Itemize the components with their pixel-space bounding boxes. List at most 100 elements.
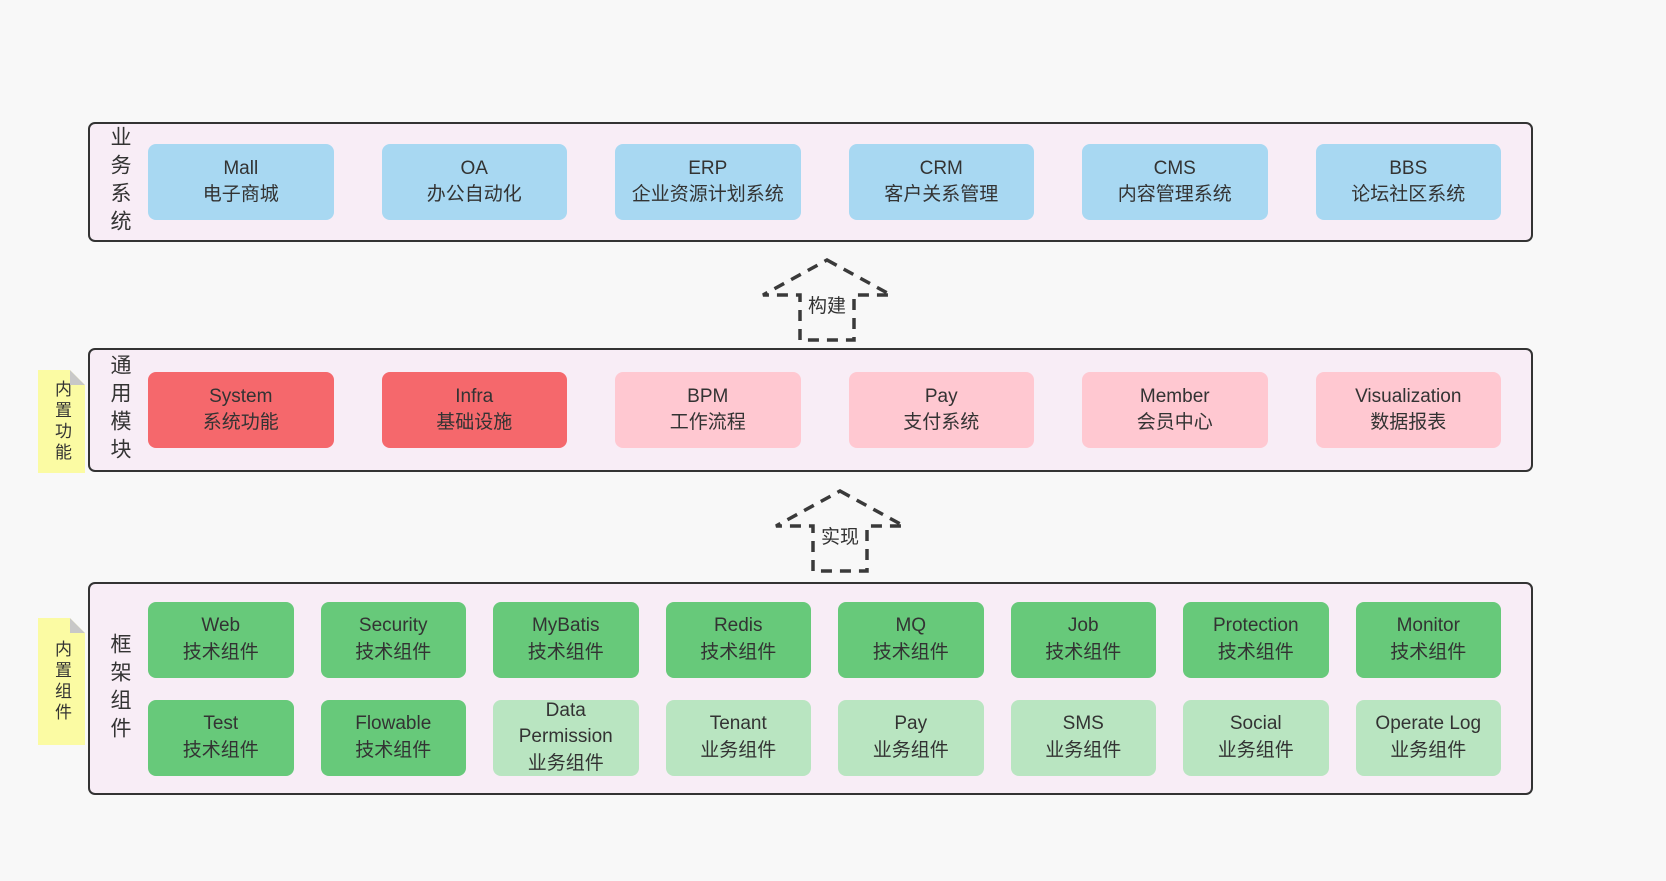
layer-label-business-systems: 业务系统 bbox=[108, 126, 131, 238]
layer-components-rows: Web 技术组件 Security 技术组件 MyBatis 技术组件 Redi… bbox=[148, 584, 1531, 793]
layer-business-rows: Mall 电子商城 OA 办公自动化 ERP 企业资源计划系统 CRM 客户关系… bbox=[148, 124, 1531, 240]
box-subtitle: 业务组件 bbox=[872, 739, 949, 761]
layer-framework-components: 框架组件 Web 技术组件 Security 技术组件 MyBatis 技术组件… bbox=[88, 582, 1533, 795]
box-title: Redis bbox=[713, 615, 763, 637]
box-title: Infra bbox=[455, 385, 494, 407]
box-bbs: BBS 论坛社区系统 bbox=[1315, 144, 1501, 220]
box-subtitle: 业务组件 bbox=[1217, 739, 1294, 761]
box-title: Web bbox=[201, 615, 241, 637]
box-infra: Infra 基础设施 bbox=[381, 372, 567, 448]
box-title: Mall bbox=[223, 157, 259, 179]
box-subtitle: 电子商城 bbox=[202, 184, 279, 205]
box-subtitle: 技术组件 bbox=[355, 739, 432, 761]
sticky-note-built-in-components: 内置组件 bbox=[38, 618, 85, 745]
box-monitor: Monitor 技术组件 bbox=[1355, 601, 1501, 678]
box-tenant: Tenant 业务组件 bbox=[665, 699, 811, 776]
box-pay-module: Pay 支付系统 bbox=[848, 372, 1034, 448]
box-subtitle: 业务组件 bbox=[527, 752, 604, 774]
box-oa: OA 办公自动化 bbox=[381, 144, 567, 220]
box-row: Test 技术组件 Flowable 技术组件 Data Permission … bbox=[148, 699, 1501, 776]
box-subtitle: 客户关系管理 bbox=[884, 184, 999, 205]
folded-corner-icon bbox=[70, 618, 85, 633]
box-subtitle: 技术组件 bbox=[700, 641, 777, 663]
box-subtitle: 企业资源计划系统 bbox=[631, 184, 784, 205]
box-test: Test 技术组件 bbox=[148, 699, 294, 776]
sticky-note-built-in-features: 内置功能 bbox=[38, 370, 85, 473]
arrow-build: 构建 bbox=[757, 257, 897, 343]
arrow-implement: 实现 bbox=[770, 488, 910, 574]
box-title: Monitor bbox=[1396, 615, 1460, 637]
box-title: CRM bbox=[919, 157, 963, 179]
box-pay-component: Pay 业务组件 bbox=[838, 699, 984, 776]
box-cms: CMS 内容管理系统 bbox=[1082, 144, 1268, 220]
box-title: Pay bbox=[924, 385, 958, 407]
box-data-permission: Data Permission 业务组件 bbox=[493, 699, 639, 776]
box-title: Pay bbox=[894, 713, 928, 735]
box-subtitle: 技术组件 bbox=[1390, 641, 1467, 663]
box-flowable: Flowable 技术组件 bbox=[320, 699, 466, 776]
box-protection: Protection 技术组件 bbox=[1183, 601, 1329, 678]
layer-label-framework-components: 框架组件 bbox=[108, 632, 131, 745]
box-subtitle: 技术组件 bbox=[527, 641, 604, 663]
box-mybatis: MyBatis 技术组件 bbox=[493, 601, 639, 678]
box-subtitle: 技术组件 bbox=[1045, 641, 1122, 663]
up-arrow-icon: 实现 bbox=[775, 489, 905, 573]
box-title: Job bbox=[1067, 615, 1099, 637]
box-system: System 系统功能 bbox=[148, 372, 334, 448]
up-arrow-icon: 构建 bbox=[762, 258, 892, 342]
box-web: Web 技术组件 bbox=[148, 601, 294, 678]
box-subtitle: 会员中心 bbox=[1136, 412, 1213, 433]
box-mall: Mall 电子商城 bbox=[148, 144, 334, 220]
box-title: Operate Log bbox=[1375, 713, 1482, 735]
box-title: CMS bbox=[1153, 157, 1196, 179]
box-mq: MQ 技术组件 bbox=[838, 601, 984, 678]
sticky-note-label: 内置功能 bbox=[52, 379, 71, 464]
box-subtitle: 办公自动化 bbox=[426, 184, 522, 205]
sticky-note-label: 内置组件 bbox=[52, 639, 71, 724]
box-subtitle: 业务组件 bbox=[1390, 739, 1467, 761]
box-title: Visualization bbox=[1355, 385, 1462, 407]
layer-modules-rows: System 系统功能 Infra 基础设施 BPM 工作流程 Pay 支付系统… bbox=[148, 350, 1531, 470]
box-subtitle: 技术组件 bbox=[182, 641, 259, 663]
box-title: Member bbox=[1139, 385, 1210, 407]
box-title: Data Permission bbox=[518, 700, 613, 748]
box-erp: ERP 企业资源计划系统 bbox=[615, 144, 801, 220]
box-job: Job 技术组件 bbox=[1010, 601, 1156, 678]
folded-corner-icon bbox=[70, 370, 85, 385]
layer-label-common-modules: 通用模块 bbox=[108, 354, 131, 466]
box-title: Social bbox=[1229, 713, 1282, 735]
box-subtitle: 内容管理系统 bbox=[1117, 184, 1232, 205]
arrow-build-label: 构建 bbox=[808, 295, 846, 317]
box-operate-log: Operate Log 业务组件 bbox=[1355, 699, 1501, 776]
box-title: BPM bbox=[687, 385, 729, 407]
box-crm: CRM 客户关系管理 bbox=[848, 144, 1034, 220]
box-subtitle: 技术组件 bbox=[355, 641, 432, 663]
box-subtitle: 系统功能 bbox=[202, 412, 279, 433]
box-title: OA bbox=[460, 157, 488, 179]
box-subtitle: 业务组件 bbox=[1045, 739, 1122, 761]
box-title: System bbox=[209, 385, 273, 407]
layer-common-modules: 通用模块 System 系统功能 Infra 基础设施 BPM 工作流程 Pay… bbox=[88, 348, 1533, 472]
box-member: Member 会员中心 bbox=[1082, 372, 1268, 448]
box-subtitle: 技术组件 bbox=[1217, 641, 1294, 663]
box-row: Mall 电子商城 OA 办公自动化 ERP 企业资源计划系统 CRM 客户关系… bbox=[148, 144, 1501, 220]
box-subtitle: 技术组件 bbox=[182, 739, 259, 761]
box-title: Tenant bbox=[709, 713, 767, 735]
arrow-implement-label: 实现 bbox=[821, 526, 859, 548]
box-social: Social 业务组件 bbox=[1183, 699, 1329, 776]
box-title: SMS bbox=[1062, 713, 1104, 735]
box-title: Test bbox=[203, 713, 239, 735]
box-subtitle: 业务组件 bbox=[700, 739, 777, 761]
box-subtitle: 工作流程 bbox=[669, 412, 746, 433]
box-bpm: BPM 工作流程 bbox=[615, 372, 801, 448]
box-subtitle: 数据报表 bbox=[1370, 412, 1447, 433]
box-title: Protection bbox=[1212, 615, 1299, 637]
box-title: MyBatis bbox=[531, 615, 600, 637]
box-row: System 系统功能 Infra 基础设施 BPM 工作流程 Pay 支付系统… bbox=[148, 372, 1501, 448]
box-title: Flowable bbox=[355, 713, 432, 735]
box-subtitle: 技术组件 bbox=[872, 641, 949, 663]
box-title: ERP bbox=[688, 157, 728, 179]
box-subtitle: 支付系统 bbox=[903, 412, 980, 433]
box-title: MQ bbox=[895, 615, 927, 637]
box-security: Security 技术组件 bbox=[320, 601, 466, 678]
